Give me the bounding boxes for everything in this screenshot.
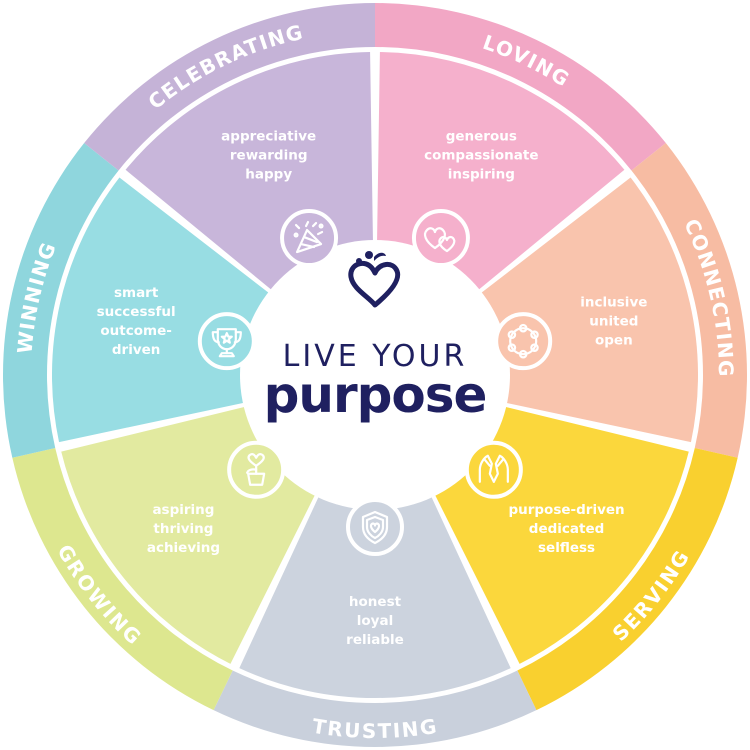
trophy-icon <box>197 312 256 371</box>
trait-item: inspiring <box>448 166 515 182</box>
hearts-icon <box>411 209 470 268</box>
traits-trusting: honest loyal reliable <box>346 594 404 648</box>
trait-item: loyal <box>357 613 393 629</box>
center-logo: LIVE YOUR purpose <box>264 251 487 424</box>
traits-serving: purpose-driven dedicated selfless <box>508 502 624 556</box>
center-disc <box>240 240 510 510</box>
trait-item: selfless <box>538 540 595 556</box>
sector-winning <box>52 177 271 443</box>
traits-winning: smart successful outcome-driven <box>97 285 176 358</box>
ring-band-celebrating <box>84 3 375 171</box>
trait-item: compassionate <box>424 147 538 163</box>
trait-item: achieving <box>147 540 220 556</box>
ring-band-serving <box>517 447 738 711</box>
trait-item: thriving <box>153 521 213 537</box>
trait-item: purpose-driven <box>508 502 624 518</box>
trait-item: inclusive <box>580 294 647 310</box>
brand-title-line1: LIVE YOUR <box>283 339 468 374</box>
heart-logo-icon <box>348 251 401 308</box>
traits-growing: aspiring thriving achieving <box>147 502 220 556</box>
party-hat-icon <box>280 209 339 268</box>
trait-item: appreciative <box>221 128 316 144</box>
trait-item: honest <box>349 594 402 610</box>
ring-band-growing <box>12 447 233 711</box>
helping-hands-icon <box>464 440 523 499</box>
trait-item: successful <box>97 304 176 320</box>
icon-badges <box>197 209 553 556</box>
trait-item: generous <box>446 128 517 144</box>
sector-connecting <box>479 177 698 443</box>
trait-item: open <box>595 332 633 348</box>
traits-celebrating: appreciative rewarding happy <box>221 128 316 182</box>
trait-item: aspiring <box>152 502 214 518</box>
sector-trusting <box>239 494 511 698</box>
brand-title-line2: purpose <box>264 366 487 424</box>
trait-item: driven <box>112 342 161 358</box>
trait-texts: generous compassionate inspiring inclusive u… <box>97 128 648 648</box>
trait-item: happy <box>245 166 292 182</box>
trait-item: smart <box>114 285 159 301</box>
ring-band-trusting <box>213 670 537 747</box>
outer-ring <box>2 3 747 747</box>
trait-item: united <box>589 313 638 329</box>
trait-item: reliable <box>346 632 404 648</box>
trait-item: dedicated <box>529 521 605 537</box>
ring-band-winning <box>2 143 119 458</box>
people-circle-icon <box>494 312 553 371</box>
traits-connecting: inclusive united open <box>580 294 647 348</box>
trait-item: outcome- <box>100 323 171 339</box>
shield-heart-icon <box>346 498 404 556</box>
ring-band-connecting <box>631 143 747 458</box>
trait-item: rewarding <box>230 147 308 163</box>
ring-band-loving <box>375 3 666 171</box>
potted-plant-icon <box>227 440 286 499</box>
traits-loving: generous compassionate inspiring <box>424 128 538 182</box>
